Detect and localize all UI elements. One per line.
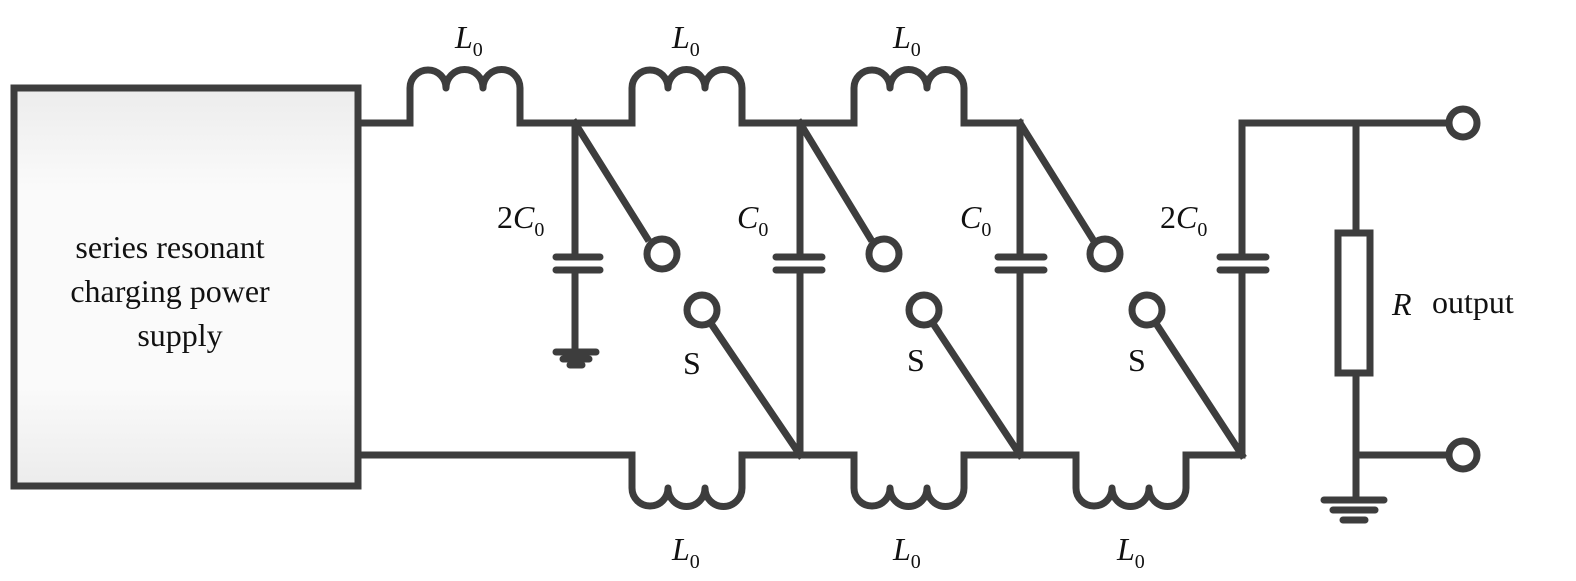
- spark-gap-switch-3: [1015, 118, 1247, 460]
- ground-icon: [552, 348, 600, 369]
- label-2c0-right: 2C0: [1160, 199, 1207, 241]
- label-switch-1: S: [683, 345, 701, 381]
- inductor-bottom-2: [850, 455, 968, 510]
- supply-label-line1: series resonant: [75, 229, 264, 265]
- label-2c0-left: 2C0: [497, 199, 544, 241]
- capacitor-c0-1: [772, 119, 826, 459]
- label-l0-bottom-3: L0: [1116, 531, 1145, 573]
- label-l0-bottom-2: L0: [892, 531, 921, 573]
- supply-label-line3: supply: [137, 317, 222, 353]
- top-rail: [354, 119, 1454, 194]
- label-resistor: R: [1391, 286, 1412, 322]
- spark-gap-switch-1: [570, 118, 805, 460]
- capacitor-2c0-right: [1216, 119, 1270, 459]
- output-terminal-top: [1445, 105, 1481, 141]
- label-l0-bottom-1: L0: [671, 531, 700, 573]
- spark-gap-switch-2: [795, 118, 1025, 460]
- label-l0-top-1: L0: [454, 19, 483, 61]
- inductor-bottom-1: [628, 455, 746, 510]
- label-c0-2: C0: [960, 199, 991, 241]
- inductor-top-1: [406, 66, 524, 123]
- label-switch-3: S: [1128, 342, 1146, 378]
- label-output: output: [1432, 284, 1514, 320]
- inductor-top-2: [628, 66, 746, 123]
- ground-icon-output: [1320, 496, 1388, 524]
- supply-label-line2: charging power: [70, 273, 270, 309]
- inductor-bottom-3: [1072, 455, 1190, 510]
- capacitor-c0-2: [994, 119, 1048, 459]
- label-switch-2: S: [907, 342, 925, 378]
- power-supply-block: series resonant charging power supply: [10, 84, 362, 490]
- output-terminal-bottom: [1445, 437, 1481, 473]
- label-l0-top-2: L0: [671, 19, 700, 61]
- label-l0-top-3: L0: [892, 19, 921, 61]
- capacitor-2c0-left: [552, 119, 604, 356]
- load-resistor: [1334, 119, 1374, 502]
- inductor-top-3: [850, 66, 968, 123]
- label-c0-1: C0: [737, 199, 768, 241]
